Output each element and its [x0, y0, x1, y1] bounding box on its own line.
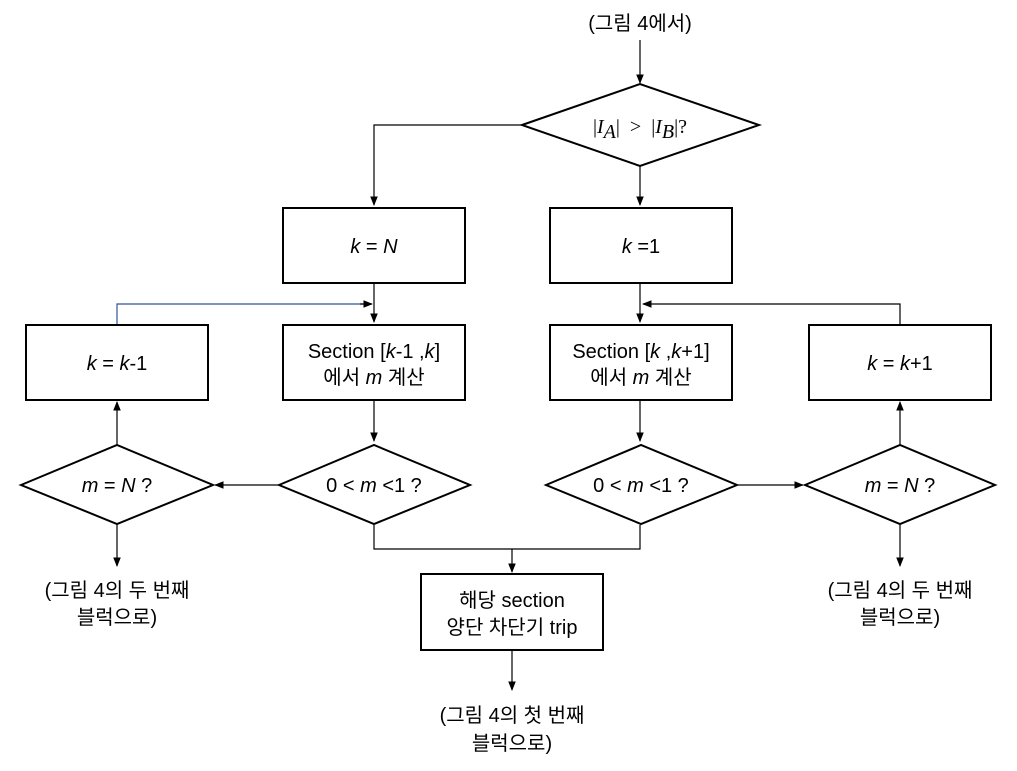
- box-k-eq-n: k = N: [282, 207, 466, 284]
- connectors: [113, 40, 904, 691]
- trip-line2: 양단 차단기 trip: [447, 616, 578, 639]
- decision-m-eq-n-right: m = N ?: [802, 443, 998, 526]
- out-left-line2: 블럭으로): [77, 606, 157, 629]
- box-section-trip: 해당 section 양단 차단기 trip: [420, 573, 604, 651]
- merge-line-range-to-trip: [373, 525, 641, 550]
- loop-k-plus-to-section-right: [642, 300, 901, 325]
- decision-ia-gt-ib-text: |IA|>|IB|?: [593, 116, 687, 143]
- box-k-plus-1: k = k+1: [808, 324, 992, 401]
- box-k-minus-1: k = k-1: [25, 324, 209, 401]
- decision-ia-gt-ib: |IA|>|IB|?: [518, 82, 763, 168]
- out-left-line1: (그림 4의 두 번째: [45, 579, 190, 602]
- start-label: (그림 4에서): [588, 12, 692, 35]
- section-left-line1: Section [k-1 ,k]: [308, 341, 440, 363]
- box-k-eq-n-text: k = N: [350, 236, 398, 258]
- decision-m-eq-n-right-text: m = N ?: [865, 475, 936, 497]
- box-k-plus-1-text: k = k+1: [867, 353, 933, 375]
- out-bottom-line2: 블럭으로): [472, 732, 552, 755]
- section-left-line2: 에서 m 계산: [323, 366, 424, 389]
- decision-m-eq-n-left: m = N ?: [18, 443, 216, 526]
- box-k-eq-1-text: k =1: [622, 236, 660, 258]
- out-right-line1: (그림 4의 두 번째: [828, 579, 973, 602]
- section-right-line1: Section [k ,k+1]: [572, 341, 709, 363]
- box-k-eq-1: k =1: [549, 207, 733, 284]
- decision-range-left-text: 0 < m <1 ?: [326, 475, 422, 497]
- box-section-left: Section [k-1 ,k] 에서 m 계산: [282, 324, 466, 401]
- out-bottom-line1: (그림 4의 첫 번째: [440, 704, 585, 727]
- box-section-right: Section [k ,k+1] 에서 m 계산: [549, 324, 733, 401]
- arrow-decision-to-k-eq-n: [370, 124, 522, 206]
- box-k-minus-1-text: k = k-1: [87, 353, 148, 375]
- decision-range-left: 0 < m <1 ?: [276, 443, 473, 526]
- out-right-line2: 블럭으로): [860, 606, 940, 629]
- decision-range-right-text: 0 < m <1 ?: [593, 475, 689, 497]
- decision-m-eq-n-left-text: m = N ?: [82, 475, 153, 497]
- decision-range-right: 0 < m <1 ?: [543, 443, 740, 526]
- trip-line1: 해당 section: [459, 589, 565, 612]
- section-right-line2: 에서 m 계산: [590, 366, 691, 389]
- loop-k-minus-to-section-left: [116, 303, 371, 325]
